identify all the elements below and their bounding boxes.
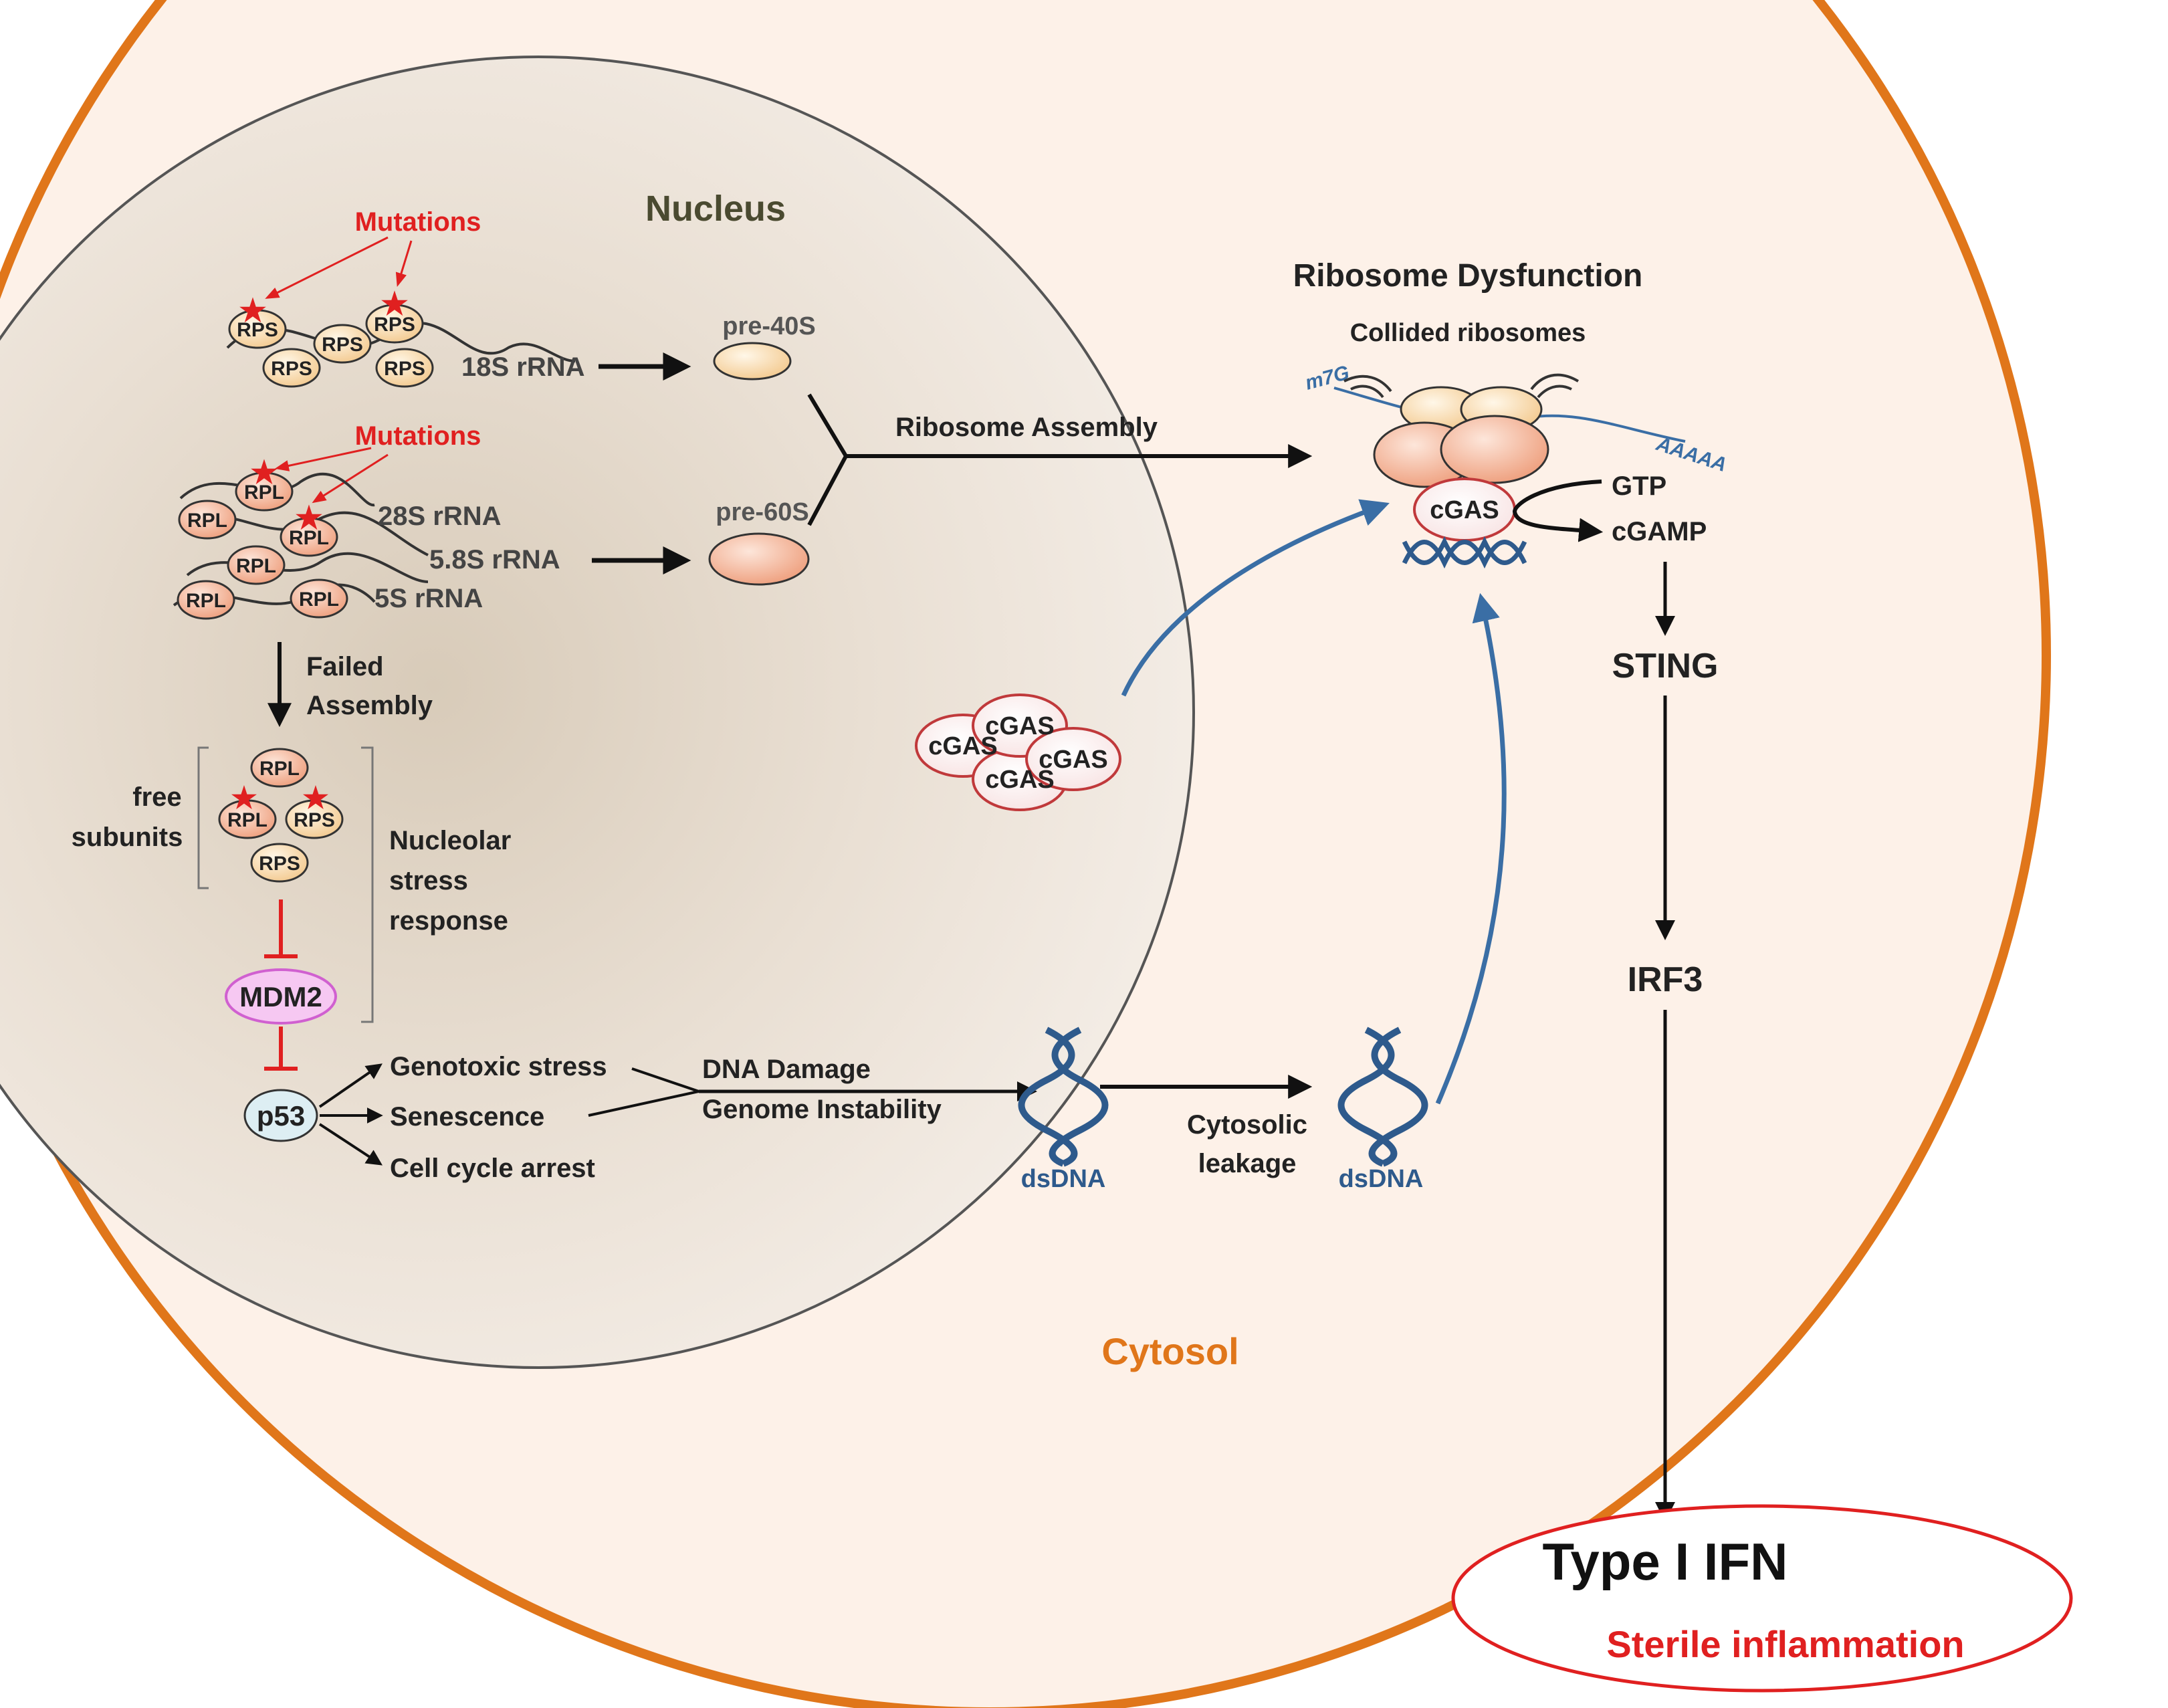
mdm2-label: MDM2 bbox=[239, 981, 322, 1012]
svg-text:RPS: RPS bbox=[271, 358, 312, 380]
svg-text:RPS: RPS bbox=[259, 853, 300, 875]
cgas-cluster-arrow bbox=[1121, 499, 1390, 697]
inhibition-line-mdm2 bbox=[264, 899, 298, 958]
svg-text:cGAS: cGAS bbox=[1039, 746, 1107, 774]
arrow-cell-cycle bbox=[318, 1123, 383, 1166]
cell-cycle-arrest-label: Cell cycle arrest bbox=[390, 1154, 595, 1183]
stress-label: stress bbox=[389, 866, 468, 895]
svg-text:RPL: RPL bbox=[259, 758, 300, 780]
genome-instability-label: Genome Instability bbox=[702, 1095, 942, 1124]
mutation-star: ★ bbox=[381, 286, 408, 321]
mutation-arrow bbox=[265, 236, 389, 299]
dna-damage-label: DNA Damage bbox=[702, 1055, 871, 1084]
svg-text:RPL: RPL bbox=[187, 510, 227, 532]
svg-text:RPL: RPL bbox=[227, 809, 267, 831]
gtp-to-cgamp-arrow bbox=[1512, 479, 1604, 542]
collided-ribosomes-label: Collided ribosomes bbox=[1350, 319, 1586, 347]
genotoxic-stress-label: Genotoxic stress bbox=[390, 1052, 607, 1081]
response-label: response bbox=[389, 906, 508, 936]
svg-text:RPL: RPL bbox=[244, 482, 284, 504]
inhibition-line-p53 bbox=[264, 1027, 298, 1071]
rrna-28s-label: 28S rRNA bbox=[378, 502, 502, 531]
cytosolic-label: Cytosolic bbox=[1187, 1110, 1307, 1140]
small-subunit-proteins: RPS RPS RPS RPS RPS bbox=[226, 304, 576, 388]
large-subunit-proteins: RPL RPL RPL RPL RPL RPL bbox=[173, 471, 429, 620]
svg-text:RPL: RPL bbox=[299, 589, 339, 611]
mutation-star: ★ bbox=[302, 782, 328, 815]
ribosome-assembly-label: Ribosome Assembly bbox=[895, 413, 1158, 442]
sting-label: STING bbox=[1612, 647, 1719, 685]
senescence-label: Senescence bbox=[390, 1102, 544, 1132]
svg-text:RPS: RPS bbox=[384, 358, 425, 380]
gtp-label: GTP bbox=[1612, 471, 1666, 501]
svg-text:cGAS: cGAS bbox=[928, 732, 997, 760]
free-subunits: RPL RPL RPS RPS bbox=[218, 748, 344, 883]
dsdna-bound-icon bbox=[1402, 536, 1527, 569]
p53-node bbox=[243, 1089, 318, 1142]
svg-text:cGAS: cGAS bbox=[985, 712, 1054, 740]
pre60s-label: pre-60S bbox=[716, 498, 808, 526]
mutation-arrow bbox=[395, 240, 413, 288]
leakage-label: leakage bbox=[1198, 1149, 1297, 1178]
mutation-star: ★ bbox=[250, 455, 278, 490]
svg-text:RPS: RPS bbox=[294, 809, 335, 831]
nucleolar-label: Nucleolar bbox=[389, 826, 511, 855]
rrna-58s-label: 5.8S rRNA bbox=[429, 545, 560, 574]
subunits-label: subunits bbox=[72, 823, 183, 852]
nucleus-label: Nucleus bbox=[645, 189, 786, 229]
nucleolar-bracket-right bbox=[361, 746, 374, 1023]
dsdna-cytosol-label: dsDNA bbox=[1339, 1165, 1424, 1193]
sterile-inflammation-label: Sterile inflammation bbox=[1606, 1623, 1964, 1665]
svg-text:RPS: RPS bbox=[237, 319, 278, 341]
ribosome-dysfunction-title: Ribosome Dysfunction bbox=[1293, 258, 1643, 294]
pre40s-subunit bbox=[713, 342, 792, 381]
collision-signal-icon bbox=[1343, 373, 1580, 399]
mutation-arrow bbox=[312, 453, 389, 504]
dsdna-nucleus bbox=[1018, 1027, 1109, 1167]
svg-text:RPS: RPS bbox=[374, 314, 415, 336]
mutation-star: ★ bbox=[295, 500, 322, 535]
rrna-18s-label: 18S rRNA bbox=[461, 352, 585, 382]
cgas-ribosome-label: cGAS bbox=[1430, 496, 1499, 524]
mutation-star: ★ bbox=[239, 293, 266, 328]
free-subunit-bracket-left bbox=[197, 746, 209, 889]
svg-text:RPL: RPL bbox=[186, 590, 226, 612]
cgamp-label: cGAMP bbox=[1612, 517, 1707, 546]
collided-ribosomes bbox=[1373, 386, 1549, 488]
cytosol-label: Cytosol bbox=[1101, 1330, 1238, 1372]
mutations-label-top: Mutations bbox=[355, 207, 481, 237]
cgas-cluster: cGAS cGAS cGAS cGAS bbox=[915, 693, 1121, 811]
dsdna-cytosol bbox=[1337, 1027, 1428, 1167]
svg-text:RPL: RPL bbox=[236, 555, 276, 577]
pre40s-label: pre-40S bbox=[722, 312, 815, 340]
irf3-label: IRF3 bbox=[1628, 960, 1703, 999]
svg-text:cGAS: cGAS bbox=[985, 766, 1054, 794]
svg-text:RPS: RPS bbox=[322, 334, 363, 356]
dsdna-nucleus-label: dsDNA bbox=[1021, 1165, 1106, 1193]
dsdna-to-cgas-arrow bbox=[1435, 593, 1507, 1105]
type-i-ifn-node bbox=[1451, 1504, 2073, 1693]
failed-label: Failed bbox=[306, 652, 384, 681]
mutation-star: ★ bbox=[231, 782, 257, 815]
type-i-ifn-label: Type I IFN bbox=[1543, 1532, 1788, 1591]
assembly-label: Assembly bbox=[306, 691, 433, 720]
arrow-genotoxic bbox=[318, 1063, 383, 1108]
p53-label: p53 bbox=[257, 1100, 305, 1132]
mutations-label-mid: Mutations bbox=[355, 421, 481, 451]
mutation-arrow bbox=[274, 447, 372, 471]
free-label: free bbox=[132, 782, 181, 812]
svg-text:RPL: RPL bbox=[289, 527, 329, 549]
pre60s-subunit bbox=[708, 532, 810, 586]
mdm2-node bbox=[225, 968, 337, 1025]
rrna-5s-label: 5S rRNA bbox=[374, 584, 483, 613]
